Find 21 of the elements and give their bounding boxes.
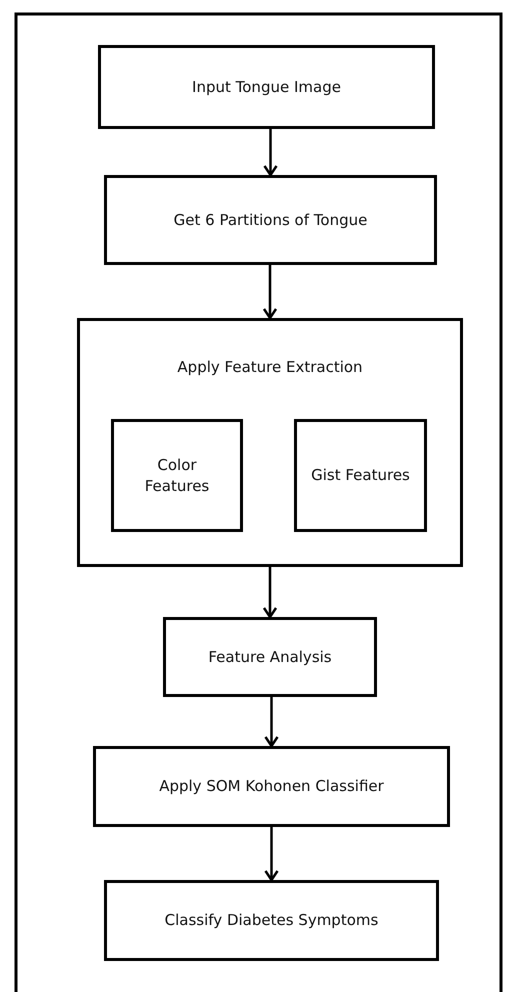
process-box	[163, 617, 377, 697]
arrow	[264, 827, 279, 882]
box-label: Get 6 Partitions of Tongue	[172, 210, 368, 230]
process-box	[93, 746, 450, 827]
process-box	[111, 419, 243, 532]
arrow	[264, 697, 279, 748]
arrow	[263, 129, 278, 176]
group-box	[77, 318, 463, 567]
box-label: Color Features	[144, 455, 210, 496]
process-box	[104, 175, 437, 265]
box-label: Feature Analysis	[207, 646, 333, 668]
box-label: Apply SOM Kohonen Classifier	[158, 776, 385, 797]
arrow	[262, 567, 278, 618]
box-label: Gist Features	[310, 465, 411, 486]
process-box	[98, 45, 435, 129]
process-box	[294, 419, 427, 532]
group-heading: Apply Feature Extraction	[176, 357, 364, 378]
box-label: Input Tongue Image	[191, 76, 342, 98]
arrow	[262, 265, 278, 320]
box-label: Classify Diabetes Symptoms	[164, 910, 380, 931]
process-box	[104, 880, 439, 961]
